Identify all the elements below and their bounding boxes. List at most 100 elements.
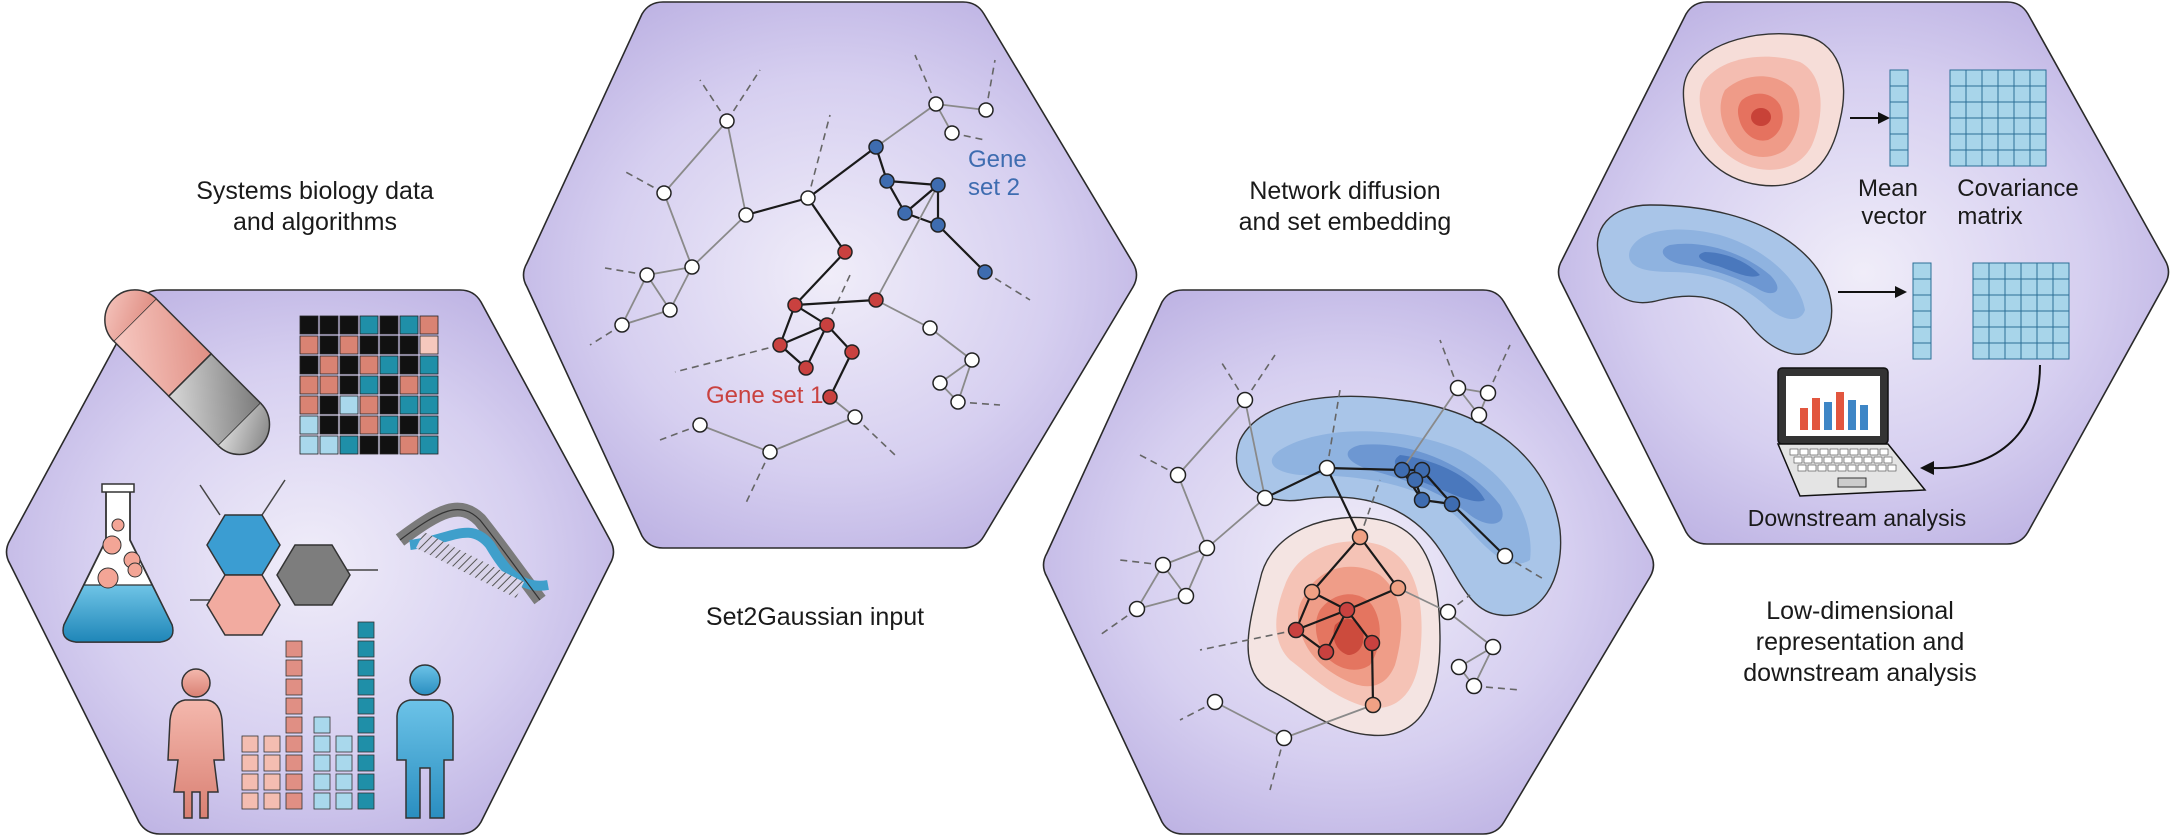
network-edge: [875, 103, 937, 148]
matrix-cell: [2020, 310, 2038, 328]
matrix-cell: [1988, 326, 2006, 344]
matrix-cell: [1972, 262, 1990, 280]
heatmap-cell: [399, 335, 419, 355]
network-edge: [663, 120, 728, 194]
caption-panel-2: Set2Gaussian input: [650, 602, 980, 633]
network-edge: [929, 327, 973, 361]
network-edge: [621, 309, 671, 326]
network-edge: [669, 266, 693, 311]
matrix-cell: [1949, 85, 1967, 103]
bar-grid-cell: [263, 754, 281, 772]
matrix-cell: [1972, 278, 1990, 296]
bar-grid-cell: [357, 640, 375, 658]
gene-set-1-node: [822, 389, 838, 405]
heatmap-cell: [419, 375, 439, 395]
matrix-cell: [2004, 342, 2022, 360]
gene-set-1-node: [1317, 643, 1335, 661]
mean-vector-1: [1889, 69, 1909, 167]
bar-grid-cell: [335, 773, 353, 791]
matrix-cell: [2020, 278, 2038, 296]
bar-grid-cell: [357, 754, 375, 772]
matrix-cell: [1912, 262, 1932, 280]
matrix-cell: [2004, 294, 2022, 312]
network-edge: [1326, 467, 1361, 538]
matrix-cell: [2052, 342, 2070, 360]
heatmap-cell: [379, 395, 399, 415]
network-edge: [779, 323, 828, 347]
matrix-cell: [2013, 149, 2031, 167]
bar-grid-cell: [335, 792, 353, 810]
matrix-cell: [1972, 326, 1990, 344]
heatmap-cell: [379, 375, 399, 395]
heatmap-cell: [319, 375, 339, 395]
covariance-label-line-2: matrix: [1957, 203, 2022, 230]
network-edge: [1283, 704, 1374, 739]
gene-node: [922, 320, 938, 336]
caption-panel-1-line-2: and algorithms: [233, 208, 397, 236]
matrix-cell: [1981, 117, 1999, 135]
matrix-cell: [1889, 133, 1909, 151]
gene-node: [1206, 693, 1224, 711]
matrix-cell: [1965, 101, 1983, 119]
bar-grid-cell: [357, 697, 375, 715]
bar-grid-cell: [285, 678, 303, 696]
network-edge: [886, 179, 939, 187]
gene-set-2-node: [1393, 461, 1411, 479]
network-edge: [1206, 497, 1266, 549]
gene-set-2-node: [1413, 491, 1431, 509]
matrix-cell: [1997, 85, 2015, 103]
bar-grid-cell: [241, 792, 259, 810]
network-edge: [1359, 536, 1399, 589]
gene-node: [719, 113, 735, 129]
network-edge: [1136, 595, 1187, 610]
matrix-cell: [2036, 310, 2054, 328]
gene-set-1-node: [1287, 621, 1305, 639]
mean-vector-label-line-1: Mean: [1858, 175, 1918, 202]
network-edge: [1264, 467, 1328, 499]
matrix-cell: [2036, 342, 2054, 360]
gene-node: [932, 375, 948, 391]
network-edge: [1346, 586, 1399, 612]
matrix-cell: [1997, 101, 2015, 119]
matrix-cell: [2013, 133, 2031, 151]
heatmap-cell: [399, 395, 419, 415]
bar-grid-cell: [357, 735, 375, 753]
dashed-edge: [826, 274, 851, 326]
network-edge: [1447, 611, 1494, 648]
matrix-cell: [2013, 69, 2031, 87]
bar-grid-cell: [313, 716, 331, 734]
dashed-edge: [1359, 479, 1381, 538]
bar-grid-cell: [357, 792, 375, 810]
bar-grid-cell: [357, 773, 375, 791]
bar-grid-cell: [285, 754, 303, 772]
heatmap-cell: [419, 315, 439, 335]
bar-grid-cell: [285, 735, 303, 753]
keyboard-key: [1867, 464, 1877, 472]
network-edge: [1311, 536, 1361, 593]
heatmap-cell: [339, 335, 359, 355]
keyboard-key: [1803, 456, 1813, 464]
matrix-cell: [1988, 342, 2006, 360]
caption-panel-1-line-1: Systems biology data: [196, 177, 434, 205]
gene-node: [964, 352, 980, 368]
dashed-edge: [1504, 555, 1546, 581]
caption-panel-3-line-1: Network diffusion: [1249, 177, 1441, 205]
heatmap-cell: [319, 435, 339, 455]
gene-node: [1198, 539, 1216, 557]
caption-panel-4-line-3: downstream analysis: [1743, 659, 1977, 687]
keyboard-key: [1817, 464, 1827, 472]
laptop-icon: [1776, 367, 1927, 497]
heatmap-cell: [339, 375, 359, 395]
bar-grid-cell: [285, 792, 303, 810]
heatmap-cell: [419, 395, 439, 415]
dashed-edge: [1219, 359, 1246, 401]
matrix-cell: [1965, 85, 1983, 103]
gene-set-1-node: [787, 297, 803, 313]
diffusion-network: [1099, 339, 1546, 791]
keyboard-key: [1877, 464, 1887, 472]
caption-panel-4-line-2: representation and: [1755, 628, 1965, 656]
keyboard-key: [1823, 456, 1833, 464]
gene-node: [1389, 579, 1407, 597]
pill-icon: [104, 289, 271, 456]
bar-grid-cell: [313, 773, 331, 791]
